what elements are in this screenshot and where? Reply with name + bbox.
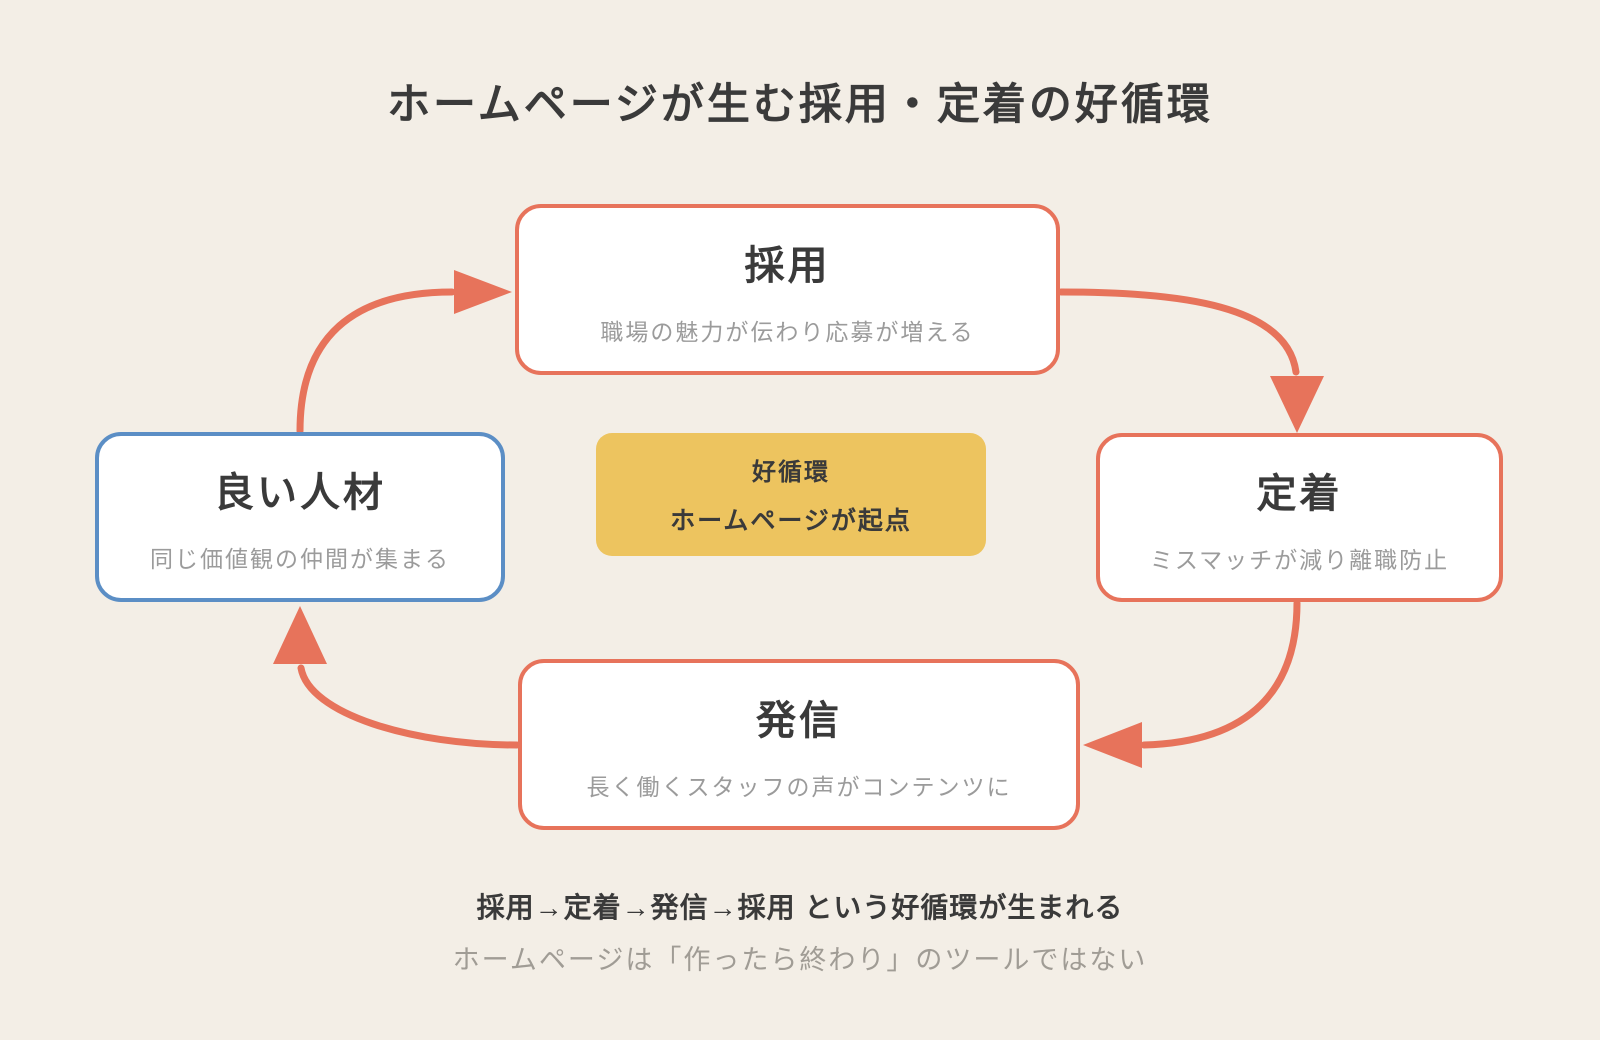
arrow-recruit-to-retention xyxy=(1057,288,1300,376)
node-subtitle: 職場の魅力が伝わり応募が増える xyxy=(600,318,975,345)
center-highlight-subtitle: ホームページが起点 xyxy=(670,507,912,535)
arrowhead-up-icon xyxy=(273,606,327,664)
node-title: 良い人材 xyxy=(214,471,386,515)
node-broadcast: 発信 長く働くスタッフの声がコンテンツに xyxy=(518,659,1080,830)
arrowhead-down-icon xyxy=(1270,376,1324,433)
node-retention: 定着 ミスマッチが減り離職防止 xyxy=(1096,433,1503,602)
page-title: ホームページが生む採用・定着の好循環 xyxy=(387,81,1213,129)
arrow-retention-to-broadcast xyxy=(1140,599,1301,749)
node-title: 発信 xyxy=(756,698,842,743)
center-highlight-title: 好循環 xyxy=(752,459,830,486)
arrow-talent-to-recruit xyxy=(296,288,456,435)
node-subtitle: ミスマッチが減り離職防止 xyxy=(1149,546,1450,573)
center-highlight: 好循環 ホームページが起点 xyxy=(596,433,986,556)
node-subtitle: 同じ価値観の仲間が集まる xyxy=(150,546,450,572)
footer-summary-text: 採用→定着→発信→採用 という好循環が生まれる xyxy=(476,892,1124,923)
arrowhead-left-icon xyxy=(1083,722,1142,768)
arrow-broadcast-to-talent xyxy=(297,664,521,749)
node-title: 定着 xyxy=(1256,471,1343,516)
footer-note-text: ホームページは「作ったら終わり」のツールではない xyxy=(452,945,1148,975)
node-recruit: 採用 職場の魅力が伝わり応募が増える xyxy=(515,204,1060,375)
node-title: 採用 xyxy=(744,243,831,288)
node-talent: 良い人材 同じ価値観の仲間が集まる xyxy=(95,432,505,602)
node-subtitle: 長く働くスタッフの声がコンテンツに xyxy=(586,773,1012,800)
arrowhead-right-icon xyxy=(454,270,512,314)
